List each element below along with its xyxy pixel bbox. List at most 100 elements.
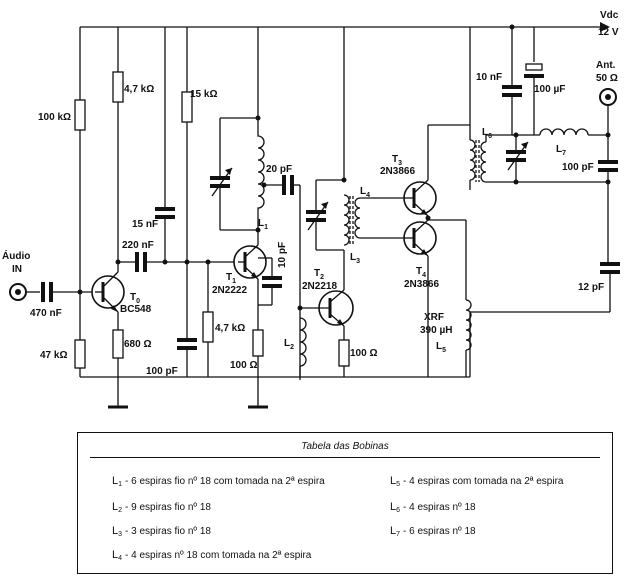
power-rail xyxy=(80,22,610,32)
capacitor-12pf-label: 12 pF xyxy=(578,282,604,293)
resistor-100-t1 xyxy=(252,329,264,377)
resistor-680 xyxy=(112,329,124,377)
coil-number: 6 xyxy=(396,507,401,514)
transistor-t2-part: 2N2218 xyxy=(302,281,337,292)
coil-row-l3: L3- 3 espiras fio nº 18 xyxy=(112,525,211,538)
coil-spec: - 4 espiras com tomada na 2ª espira xyxy=(403,476,564,487)
junction-dot xyxy=(513,132,519,138)
coil-l2-label: L2 xyxy=(284,338,294,351)
coil-l1-label: L1 xyxy=(258,218,268,231)
resistor-4k7-t0-label: 4,7 kΩ xyxy=(124,84,154,95)
junction-dot xyxy=(255,115,261,121)
junction-dot xyxy=(162,259,168,265)
resistor-100k-label: 100 kΩ xyxy=(38,112,71,123)
coil-symbol: L xyxy=(390,501,397,513)
power-voltage: 12 V xyxy=(598,27,619,38)
junction-dot xyxy=(509,24,515,30)
antenna-jack xyxy=(599,88,617,135)
circuit-schematic: Vdc 12 V Áudio IN 470 nF 100 kΩ 47 xyxy=(2,10,620,409)
transistor-t2-ref: T2 xyxy=(314,268,324,281)
audio-input-label: Áudio xyxy=(2,249,30,262)
capacitor-10pf-label: 10 pF xyxy=(277,242,288,268)
ground-symbol-mid xyxy=(248,377,268,409)
coil-l2 xyxy=(299,317,307,377)
resistor-15k-label: 15 kΩ xyxy=(190,89,217,100)
coil-l4-label: L4 xyxy=(360,186,370,199)
transistor-t0 xyxy=(91,262,125,330)
coil-number: 4 xyxy=(118,555,123,562)
capacitor-470nf xyxy=(41,282,95,302)
antenna-label: Ant. xyxy=(596,60,616,71)
antenna-impedance: 50 Ω xyxy=(596,73,618,84)
coil-row-l4: L4- 4 espiras nº 18 com tomada na 2ª esp… xyxy=(112,549,311,562)
junction-dot xyxy=(255,227,261,233)
resistor-100k xyxy=(74,27,86,340)
transistor-t0-ref: T0 xyxy=(130,292,140,305)
capacitor-470nf-label: 470 nF xyxy=(30,308,62,319)
resistor-4k7-t1-label: 4,7 kΩ xyxy=(215,323,245,334)
coil-l7-label: L7 xyxy=(556,144,566,157)
capacitor-100uf xyxy=(524,27,544,135)
capacitor-15nf-label: 15 nF xyxy=(132,219,158,230)
transistor-t3 xyxy=(403,124,470,217)
resistor-4k7-t1 xyxy=(202,262,214,377)
capacitor-12pf xyxy=(600,262,620,290)
ground-bus xyxy=(80,290,611,378)
junction-dot xyxy=(261,182,267,188)
audio-input-jack xyxy=(9,283,40,301)
capacitor-220nf-label: 220 nF xyxy=(122,240,154,251)
coil-number: 1 xyxy=(118,481,123,488)
coil-row-l7: L7- 6 espiras nº 18 xyxy=(390,525,476,538)
junction-dot xyxy=(205,259,211,265)
tank-l1 xyxy=(210,27,265,231)
junction-dot xyxy=(425,215,431,221)
junction-dot xyxy=(341,177,347,183)
coil-number: 5 xyxy=(396,481,401,488)
resistor-680-label: 680 Ω xyxy=(124,339,151,350)
coil-row-l1: L1- 6 espiras fio nº 18 com tomada na 2ª… xyxy=(112,475,325,488)
capacitor-10pf xyxy=(258,257,282,306)
choke-label: XRF xyxy=(424,312,444,323)
resistor-100-t1-label: 100 Ω xyxy=(230,360,257,371)
coil-table-divider xyxy=(90,457,600,458)
capacitor-100uf-label: 100 µF xyxy=(534,84,565,95)
capacitor-10nf xyxy=(502,27,522,135)
coil-number: 3 xyxy=(118,531,123,538)
resistor-15k xyxy=(181,27,193,262)
coil-row-l2: L2- 9 espiras fio nº 18 xyxy=(112,501,211,514)
transformer-l6 xyxy=(469,27,516,190)
coil-symbol: L xyxy=(112,501,119,513)
junction-dot xyxy=(297,305,303,311)
coil-symbol: L xyxy=(390,525,397,537)
choke-value: 390 µH xyxy=(420,325,452,336)
coil-l7 xyxy=(539,128,608,136)
coil-spec: - 6 espiras nº 18 xyxy=(403,526,476,537)
resistor-47k-label: 47 kΩ xyxy=(40,350,67,361)
coil-l3-label: L3 xyxy=(350,252,360,265)
junction-dot xyxy=(77,289,83,295)
transistor-t4 xyxy=(403,216,467,377)
coil-row-l6: L6- 4 espiras nº 18 xyxy=(390,501,476,514)
capacitor-100pf-left xyxy=(177,338,197,377)
coil-spec: - 6 espiras fio nº 18 com tomada na 2ª e… xyxy=(125,476,325,487)
junction-dot xyxy=(605,179,611,185)
coil-symbol: L xyxy=(112,475,119,487)
capacitor-20pf xyxy=(264,175,301,380)
coil-spec: - 3 espiras fio nº 18 xyxy=(125,526,211,537)
coil-symbol: L xyxy=(112,525,119,537)
transistor-t0-part: BC548 xyxy=(120,304,152,315)
coil-table-title: Tabela das Bobinas xyxy=(301,441,389,452)
capacitor-15nf xyxy=(155,27,175,262)
transistor-t1 xyxy=(233,230,267,330)
transistor-t4-part: 2N3866 xyxy=(404,279,439,290)
power-label: Vdc xyxy=(600,10,619,21)
tank-l3-l4 xyxy=(306,27,404,251)
coil-number: 2 xyxy=(118,507,123,514)
transistor-t1-part: 2N2222 xyxy=(212,285,247,296)
ground-symbol-left xyxy=(108,377,128,409)
trimmer-capacitor-l6 xyxy=(506,135,529,182)
coil-number: 7 xyxy=(396,531,401,538)
transistor-t2 xyxy=(300,250,354,340)
capacitor-100pf-right xyxy=(516,135,618,262)
capacitor-100pf-right-label: 100 pF xyxy=(562,162,594,173)
